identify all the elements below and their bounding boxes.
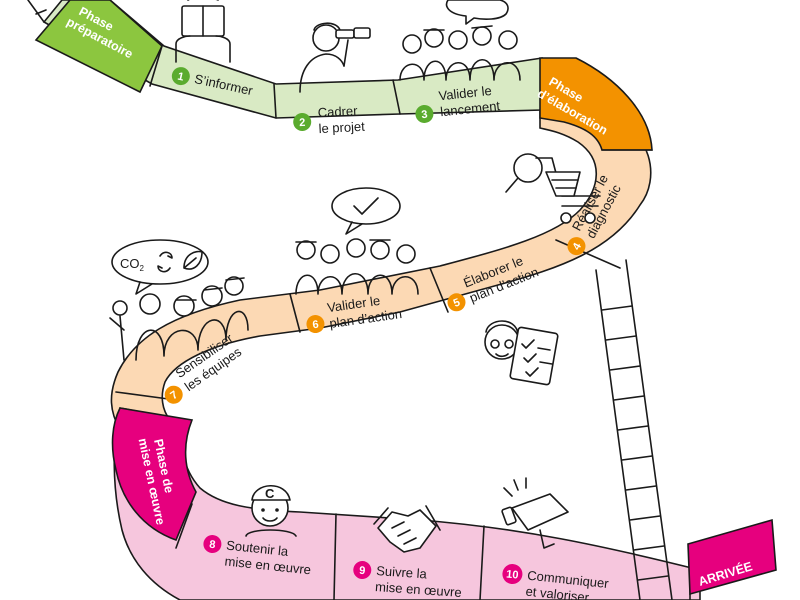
co2-label: CO2	[120, 256, 145, 273]
support-person-icon: C	[245, 485, 297, 537]
step-10-number: 10	[506, 568, 519, 581]
step-6-label: Valider le plan d’action	[326, 290, 403, 331]
step-2-line1: Cadrer	[317, 103, 358, 120]
cap-letter: C	[265, 486, 275, 501]
step-6-badge	[306, 315, 325, 334]
step-10-label: Communiquer et valoriser	[525, 568, 613, 600]
step-6-line1: Valider le	[326, 293, 381, 315]
step-6: 6 Valider le plan d’action	[306, 290, 403, 334]
step-8-line1: Soutenir la	[226, 538, 290, 559]
reading-person-icon	[175, 0, 231, 63]
step-4-badge	[567, 237, 586, 256]
step-3-badge	[415, 104, 434, 123]
group-validation-icon	[295, 187, 419, 295]
step-2-label: Cadrer le projet	[317, 103, 365, 136]
step-2: 2 Cadrer le projet	[293, 103, 366, 136]
step-10-line2: et valoriser	[525, 584, 590, 600]
step-9: 9 Suivre la mise en œuvre	[353, 561, 464, 600]
group-approval-icon	[399, 0, 521, 81]
step-10-badge	[502, 564, 523, 585]
step-10: 10 Communiquer et valoriser	[502, 564, 613, 600]
co2-text: CO	[120, 256, 140, 271]
step-3-number: 3	[421, 109, 428, 122]
arrival-banner	[687, 518, 777, 596]
step-5-number: 5	[452, 297, 462, 310]
megaphone-icon	[501, 477, 569, 549]
handshake-icon	[373, 505, 441, 553]
band-elaboration	[110, 109, 652, 431]
flag-implementation	[111, 407, 197, 542]
binoculars-person-icon	[299, 22, 371, 93]
step-8-badge	[203, 535, 222, 554]
step-4-number: 4	[571, 240, 585, 252]
step-2-badge	[293, 112, 312, 131]
step-1-number: 1	[176, 71, 184, 84]
step-3: 3 Valider le lancement	[415, 82, 501, 123]
step-6-number: 6	[312, 319, 320, 332]
path-segment-implementation	[111, 407, 701, 600]
step-9-line1: Suivre la	[376, 563, 428, 582]
step-9-label: Suivre la mise en œuvre	[375, 563, 464, 600]
step-2-line2: le projet	[318, 119, 365, 136]
ladder	[595, 259, 673, 600]
step-2-number: 2	[299, 117, 306, 129]
step-5-badge	[447, 293, 466, 312]
step-7-badge	[164, 385, 183, 404]
step-9-number: 9	[359, 565, 366, 577]
step-3-label: Valider le lancement	[438, 82, 501, 119]
step-1-badge	[171, 67, 190, 86]
step-9-badge	[353, 561, 372, 580]
step-9-line2: mise en œuvre	[375, 579, 463, 600]
step-3-line2: lancement	[439, 98, 501, 119]
checklist-person-icon	[484, 320, 559, 386]
step-7-number: 7	[168, 389, 180, 402]
path-segment-elaboration	[110, 57, 653, 431]
arrival-flag: ARRIVÉE	[687, 518, 777, 600]
band-implementation	[113, 407, 701, 600]
step-8-number: 8	[209, 539, 216, 552]
flag-preparatory	[34, 0, 163, 94]
step-3-line1: Valider le	[438, 83, 493, 103]
co2-awareness-icon: CO2	[109, 239, 249, 361]
co2-subscript: 2	[140, 264, 145, 273]
search-cart-icon	[505, 153, 601, 224]
